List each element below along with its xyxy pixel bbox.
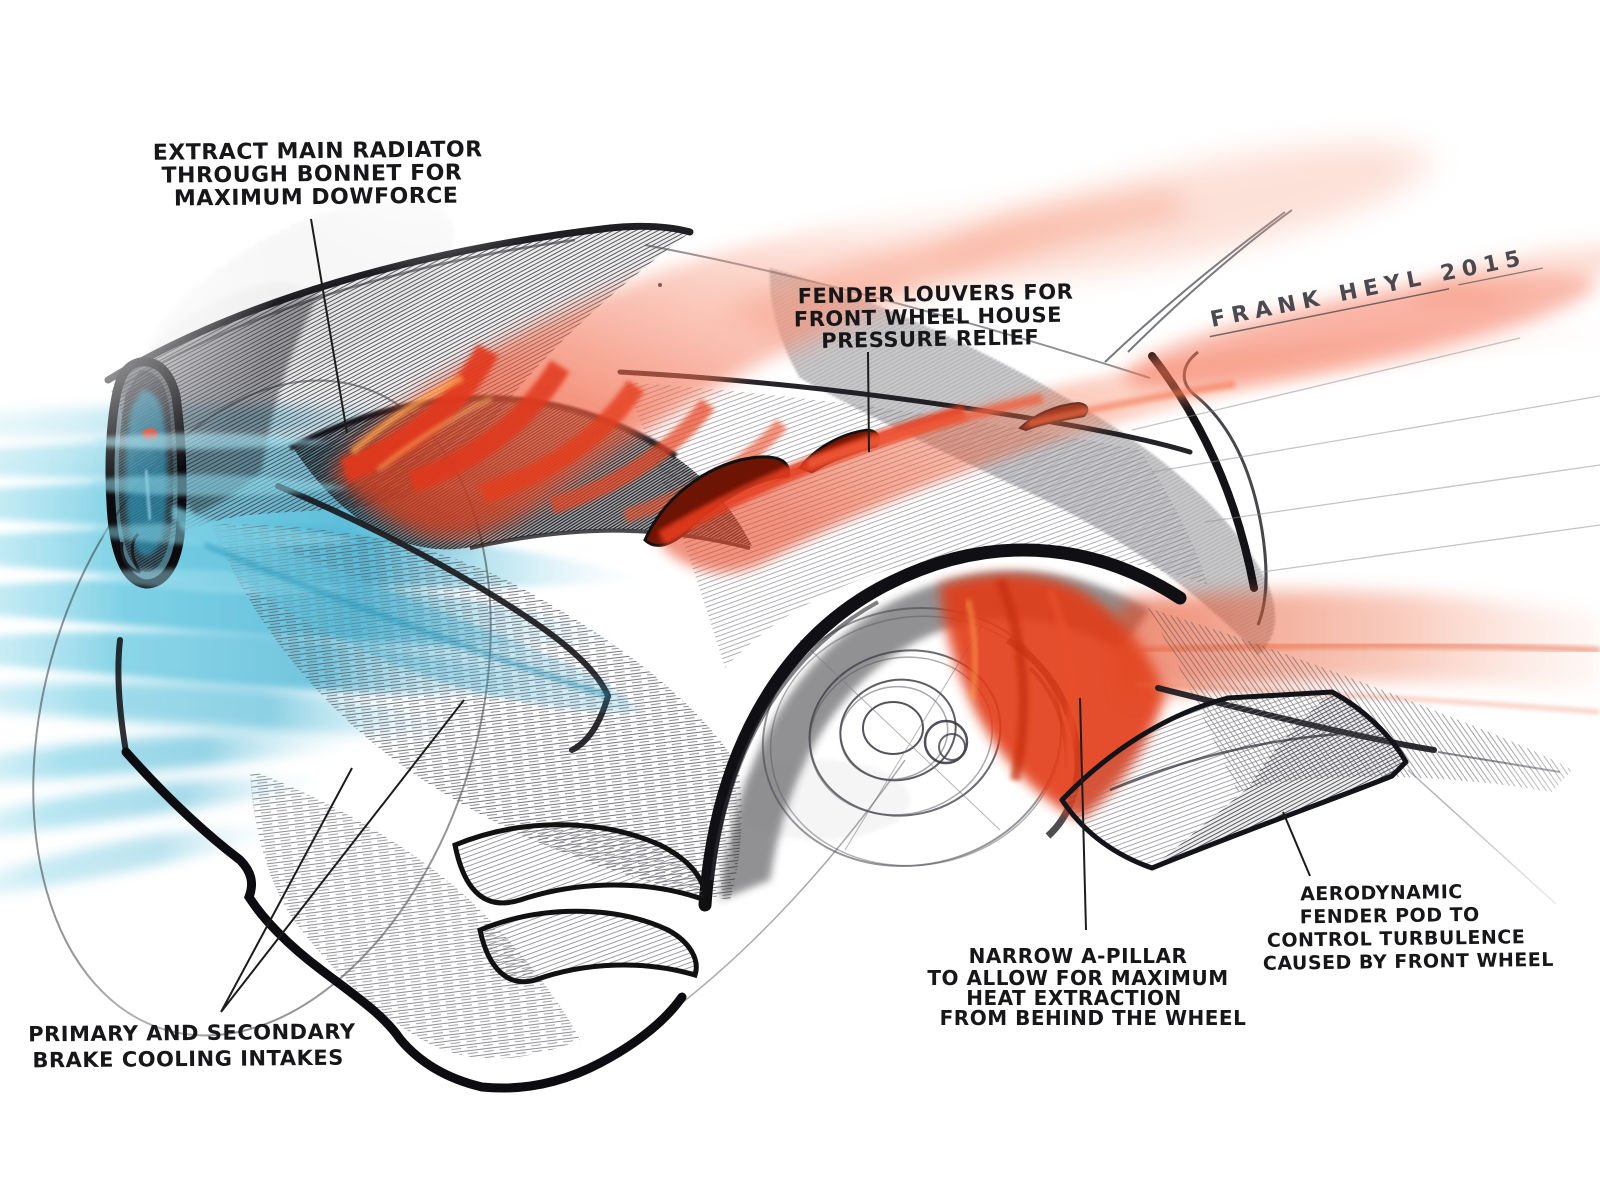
cool-duct-wedge bbox=[172, 505, 638, 713]
annotation-line: CAUSED BY FRONT WHEEL bbox=[1263, 949, 1554, 975]
hub-ring bbox=[862, 701, 924, 755]
speed-construction-lines bbox=[1131, 337, 1600, 573]
annotation-line: FENDER LOUVERS FOR bbox=[798, 280, 1074, 309]
annotation-line: AERODYNAMIC bbox=[1300, 881, 1463, 905]
leader-fender-pod bbox=[1282, 811, 1311, 877]
signature-underline bbox=[1458, 267, 1543, 286]
wheel-arch-rough bbox=[710, 600, 879, 881]
pod-outline bbox=[1059, 689, 1409, 871]
kingpin-circle bbox=[923, 719, 969, 765]
annotation-fender-pod: AERODYNAMIC FENDER POD TO CONTROL TURBUL… bbox=[1263, 881, 1554, 975]
pod-crease bbox=[1109, 732, 1341, 792]
hot-swath bbox=[330, 186, 1165, 538]
radiator-fin-streak bbox=[479, 380, 645, 504]
annotation-a-pillar: NARROW A-PILLAR TO ALLOW FOR MAXIMUM HEA… bbox=[927, 944, 1247, 1030]
leader-radiator bbox=[310, 218, 348, 434]
annotation-line: CONTROL TURBULENCE bbox=[1267, 926, 1526, 952]
wheel-well-shading bbox=[730, 760, 910, 840]
hot-louver-stream bbox=[658, 310, 1600, 573]
annotation-line: FRONT WHEEL HOUSE bbox=[794, 303, 1063, 332]
annotation-radiator: EXTRACT MAIN RADIATOR THROUGH BONNET FOR… bbox=[153, 137, 483, 212]
hot-louver-core bbox=[806, 393, 1044, 469]
hot-exit-highlight bbox=[965, 599, 978, 701]
bumper-outline-upper bbox=[115, 637, 129, 755]
annotation-line: HEAT EXTRACTION bbox=[966, 986, 1182, 1010]
fender-side-shading bbox=[625, 382, 1208, 668]
splitter-slat bbox=[452, 822, 708, 906]
radiator-fin-streak bbox=[408, 360, 570, 493]
front-splitter bbox=[115, 637, 708, 1093]
leader-louvers bbox=[867, 351, 870, 453]
hot-louver-core bbox=[1027, 380, 1236, 428]
hot-highlight-streak bbox=[376, 396, 493, 472]
wheel-arch-shadow bbox=[720, 571, 1150, 900]
pod-left-face bbox=[1062, 692, 1332, 868]
kingpin-inner bbox=[938, 733, 966, 761]
bumper-outline bbox=[121, 747, 687, 1093]
side-intake-blade bbox=[275, 483, 612, 753]
annotation-line: FENDER POD TO bbox=[1300, 904, 1480, 929]
hot-exit-rib bbox=[1045, 588, 1077, 787]
annotation-brake-intakes: PRIMARY AND SECONDARY BRAKE COOLING INTA… bbox=[28, 1020, 356, 1073]
annotation-line: EXTRACT MAIN RADIATOR bbox=[153, 137, 483, 165]
splitter-slat bbox=[477, 908, 699, 985]
cool-duct-core bbox=[204, 542, 609, 699]
hot-airflow-bonnet bbox=[330, 143, 1435, 538]
leader-brake-intakes bbox=[220, 699, 465, 1013]
annotation-line: PRESSURE RELIEF bbox=[821, 325, 1039, 353]
radiator-fin-streak bbox=[549, 398, 715, 515]
annotation-line: BRAKE COOLING INTAKES bbox=[32, 1046, 344, 1073]
radiator-fin-streak bbox=[340, 344, 499, 482]
pod-right-face bbox=[1152, 692, 1406, 868]
annotation-line: NARROW A-PILLAR bbox=[969, 944, 1188, 968]
leader-lines bbox=[220, 218, 1311, 1013]
cool-airflow-over-body bbox=[92, 433, 638, 713]
annotation-line: PRIMARY AND SECONDARY bbox=[28, 1020, 356, 1047]
annotation-line: FROM BEHIND THE WHEEL bbox=[940, 1006, 1247, 1030]
annotation-line: MAXIMUM DOWFORCE bbox=[174, 184, 459, 212]
hot-swath-fade bbox=[935, 143, 1435, 281]
annotation-line: TO ALLOW FOR MAXIMUM bbox=[927, 966, 1228, 990]
leader-a-pillar bbox=[1079, 697, 1087, 931]
cool-streak-under-car bbox=[0, 777, 335, 835]
hot-exit-rib bbox=[995, 578, 1029, 782]
hot-highlight-streak bbox=[349, 375, 464, 455]
signature-underline bbox=[1209, 288, 1450, 338]
cool-streak-under-car bbox=[0, 732, 370, 782]
wheel-arch-line bbox=[698, 543, 1187, 912]
chin-shading bbox=[250, 770, 580, 1059]
annotation-louvers: FENDER LOUVERS FOR FRONT WHEEL HOUSE PRE… bbox=[794, 280, 1074, 353]
annotation-line: THROUGH BONNET FOR bbox=[161, 160, 462, 188]
